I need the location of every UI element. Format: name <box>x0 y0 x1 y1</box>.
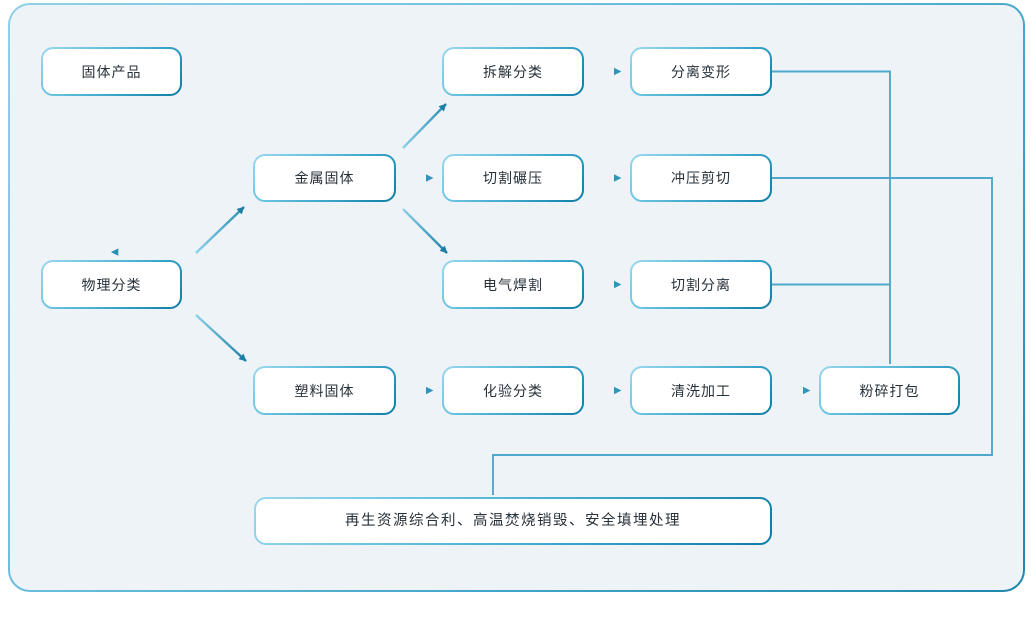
node-label: 电气焊割 <box>483 276 543 293</box>
node-label: 粉碎打包 <box>859 382 920 399</box>
node-crush-pack[interactable]: 粉碎打包 <box>819 366 960 415</box>
node-metal-solid[interactable]: 金属固体 <box>253 154 396 202</box>
node-label: 化验分类 <box>483 382 543 399</box>
node-final-disposal[interactable]: 再生资源综合利、高温焚烧销毁、安全填埋处理 <box>254 497 772 545</box>
node-plastic-solid[interactable]: 塑料固体 <box>253 366 396 415</box>
node-label: 分离变形 <box>671 63 731 80</box>
node-stamp-shear[interactable]: 冲压剪切 <box>630 154 772 202</box>
node-label: 切割碾压 <box>483 170 543 186</box>
node-chemical-sorting[interactable]: 化验分类 <box>442 366 584 415</box>
node-label: 塑料固体 <box>294 382 355 399</box>
node-label: 物理分类 <box>81 276 142 293</box>
node-label: 固体产品 <box>81 63 142 80</box>
node-label: 切割分离 <box>671 276 731 293</box>
node-label: 金属固体 <box>294 170 355 186</box>
node-electric-welding[interactable]: 电气焊割 <box>442 260 584 309</box>
node-label: 清洗加工 <box>671 382 731 399</box>
node-label: 拆解分类 <box>483 63 543 80</box>
node-solid-product[interactable]: 固体产品 <box>41 47 182 96</box>
node-label: 冲压剪切 <box>671 170 731 186</box>
node-dismantle-sort[interactable]: 拆解分类 <box>442 47 584 96</box>
node-cut-separate[interactable]: 切割分离 <box>630 260 772 309</box>
node-label: 再生资源综合利、高温焚烧销毁、安全填埋处理 <box>345 512 681 529</box>
node-separate-deform[interactable]: 分离变形 <box>630 47 772 96</box>
node-cut-roll[interactable]: 切割碾压 <box>442 154 584 202</box>
node-physical-sorting[interactable]: 物理分类 <box>41 260 182 309</box>
node-wash-process[interactable]: 清洗加工 <box>630 366 772 415</box>
